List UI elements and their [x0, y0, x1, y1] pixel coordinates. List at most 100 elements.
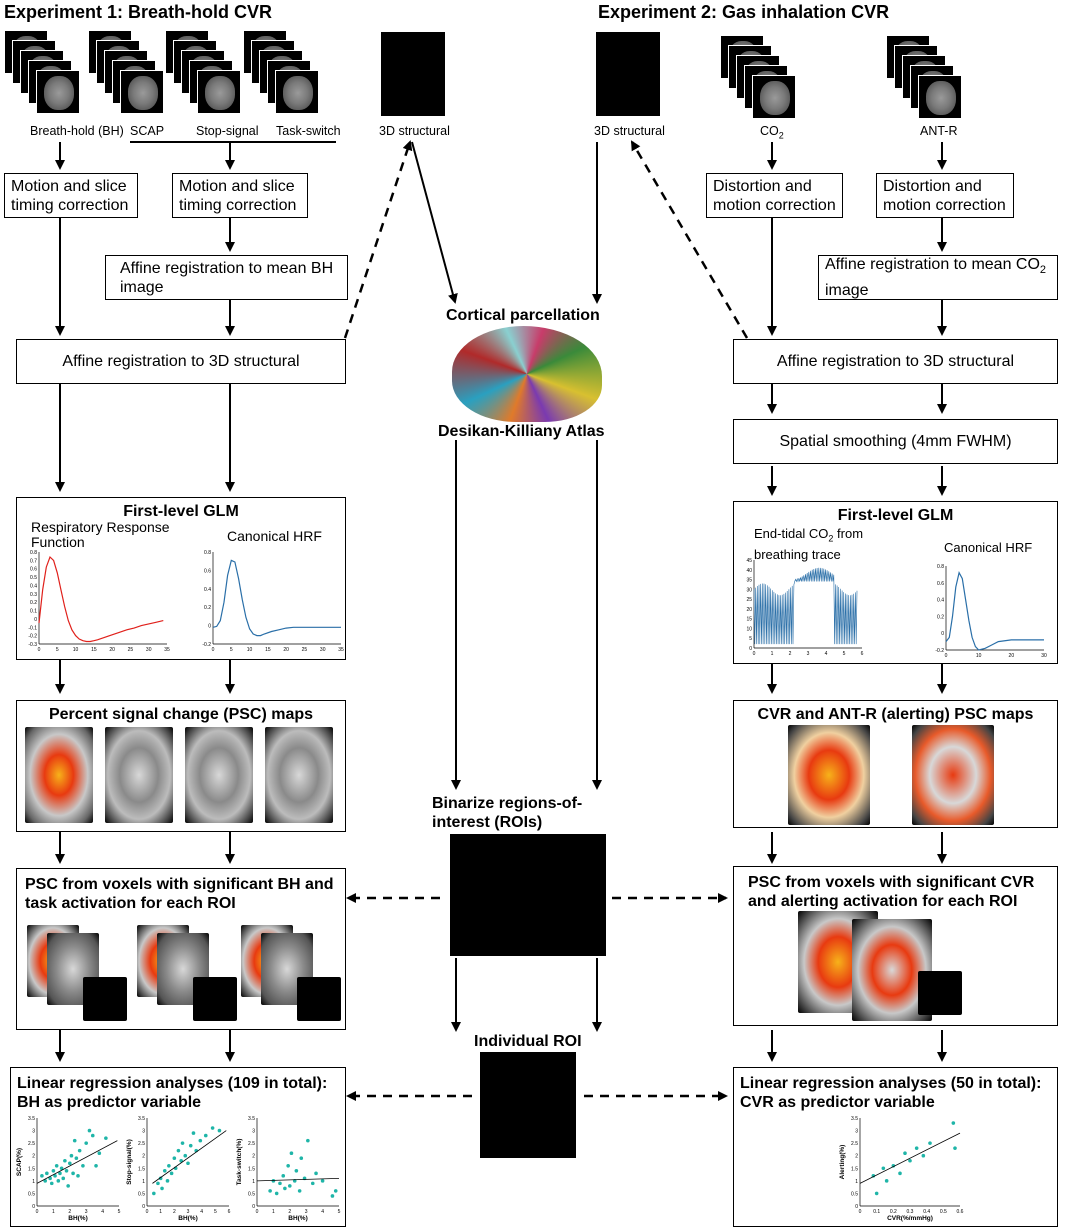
task-y-tick: 3.5 — [248, 1116, 255, 1122]
alerting-y-tick: 1.5 — [851, 1166, 858, 1172]
rrf-y-tick: 0.5 — [30, 575, 37, 581]
hrf-y-tick: 0.6 — [204, 568, 211, 574]
exp1-regression-box: Linear regression analyses (109 in total… — [10, 1067, 346, 1227]
etco2-label-sub: 2 — [828, 533, 834, 544]
exp2-psc-voxels-box: PSC from voxels with significant CVR and… — [733, 866, 1058, 1026]
stop-x-label: BH(%) — [178, 1215, 198, 1222]
bh-image-stack — [4, 30, 84, 120]
label-co2-main: CO — [760, 124, 779, 138]
scap-x-tick: 4 — [101, 1209, 104, 1215]
structural-mri-exp1 — [381, 32, 445, 116]
exp1-affine-mean-box: Affine registration to mean BH image — [105, 255, 348, 300]
antr-psc-map — [912, 725, 994, 825]
scap-y-tick: 1.5 — [28, 1166, 35, 1172]
parcellation-brain — [452, 326, 602, 422]
scap-point — [69, 1153, 74, 1158]
stop-point — [191, 1131, 196, 1135]
exp2-affine-mean-tail: image — [825, 281, 869, 299]
task-point — [271, 1179, 276, 1183]
exp1-glm-title: First-level GLM — [123, 503, 239, 520]
task-image-stack — [243, 30, 323, 120]
etco2-x-tick: 6 — [861, 651, 864, 657]
psc-map-bh — [25, 727, 93, 823]
stop-point — [179, 1158, 183, 1163]
task-point — [278, 1181, 282, 1186]
scap-point — [104, 1136, 108, 1140]
hrf-series-line — [212, 559, 341, 637]
task-point — [281, 1174, 286, 1178]
etco2-y-tick: 30 — [746, 587, 752, 593]
hrf-y-tick: 0.2 — [204, 605, 211, 611]
psc-map-task — [265, 727, 333, 823]
alerting-point — [881, 1166, 886, 1171]
etco2-label: End-tidal CO2 from breathing trace — [754, 526, 863, 562]
scap-point — [56, 1179, 61, 1183]
alerting-x-tick: 0 — [859, 1209, 862, 1215]
etco2-label-a: End-tidal CO — [754, 526, 829, 541]
alerting-point — [921, 1153, 926, 1158]
hrf-x-tick: 0 — [212, 647, 215, 653]
hrf2-y-tick: 0.8 — [937, 564, 944, 570]
stop-x-tick: 0 — [146, 1209, 149, 1215]
task-point — [286, 1163, 290, 1168]
label-task-switch: Task-switch — [276, 124, 341, 138]
rrf-x-tick: 0 — [38, 647, 41, 653]
label-stop-signal: Stop-signal — [196, 124, 259, 138]
alerting-x-tick: 0.3 — [907, 1209, 914, 1215]
etco2-y-tick: 35 — [746, 578, 752, 584]
task-y-tick: 0 — [252, 1204, 255, 1210]
exp1-affine-mean-text: Affine registration to mean BH image — [120, 259, 334, 296]
alerting-y-tick: 2 — [855, 1154, 858, 1160]
hrf2-y-tick: 0.2 — [937, 614, 944, 620]
stop-point — [176, 1148, 181, 1153]
alerting-point — [903, 1151, 907, 1155]
scap-y-tick: 1 — [32, 1179, 35, 1185]
scap-point — [81, 1163, 85, 1168]
rrf-x-tick: 5 — [56, 647, 59, 653]
rrf-y-tick: -0.3 — [28, 642, 37, 648]
rrf-x-tick: 15 — [91, 647, 97, 653]
scap-y-label: SCAP(%) — [16, 1148, 23, 1176]
scap-x-tick: 3 — [85, 1209, 88, 1215]
stop-point — [167, 1163, 171, 1168]
roi-mask-3 — [297, 977, 341, 1021]
task-x-label: BH(%) — [288, 1215, 308, 1222]
etco2-series-line — [753, 567, 858, 645]
antr-image-stack — [886, 35, 966, 125]
exp2-affine-mean-text: Affine registration to mean CO2 image — [825, 255, 1051, 299]
roi-mask-2 — [193, 977, 237, 1021]
alerting-x-tick: 0.6 — [957, 1209, 964, 1215]
alerting-point — [874, 1191, 879, 1196]
rrf-x-tick: 10 — [73, 647, 79, 653]
exp1-motion-box-2: Motion and slice timing correction — [172, 173, 308, 218]
stop-point — [217, 1128, 222, 1133]
alerting-x-tick: 0.4 — [923, 1209, 930, 1215]
stop-y-tick: 0.5 — [138, 1191, 145, 1197]
individual-roi-image — [480, 1052, 576, 1158]
scap-point — [54, 1163, 59, 1168]
scap-point — [53, 1174, 57, 1178]
stop-point — [210, 1126, 215, 1130]
stop-point — [158, 1176, 163, 1181]
stop-point — [186, 1161, 190, 1166]
rrf-y-tick: 0.8 — [30, 550, 37, 556]
scap-point — [45, 1171, 49, 1176]
scap-x-tick: 2 — [68, 1209, 71, 1215]
exp2-glm-title: First-level GLM — [837, 507, 954, 524]
task-point — [320, 1179, 325, 1183]
task-point — [268, 1189, 272, 1193]
scap-point — [94, 1163, 98, 1168]
scap-y-tick: 3 — [32, 1129, 35, 1135]
exp2-affine-mean-box: Affine registration to mean CO2 image — [818, 255, 1058, 300]
hrf-y-tick: 0 — [208, 624, 211, 630]
exp2-distortion-box-1: Distortion and motion correction — [706, 173, 843, 218]
exp2-psc-title: CVR and ANT-R (alerting) PSC maps — [757, 706, 1034, 723]
scap-point — [63, 1158, 67, 1163]
rrf-x-tick: 20 — [109, 647, 115, 653]
alerting-x-tick: 0.2 — [890, 1209, 897, 1215]
alerting-y-tick: 3.5 — [851, 1116, 858, 1122]
exp1-glm-box: First-level GLM Respiratory Response Fun… — [16, 497, 346, 660]
